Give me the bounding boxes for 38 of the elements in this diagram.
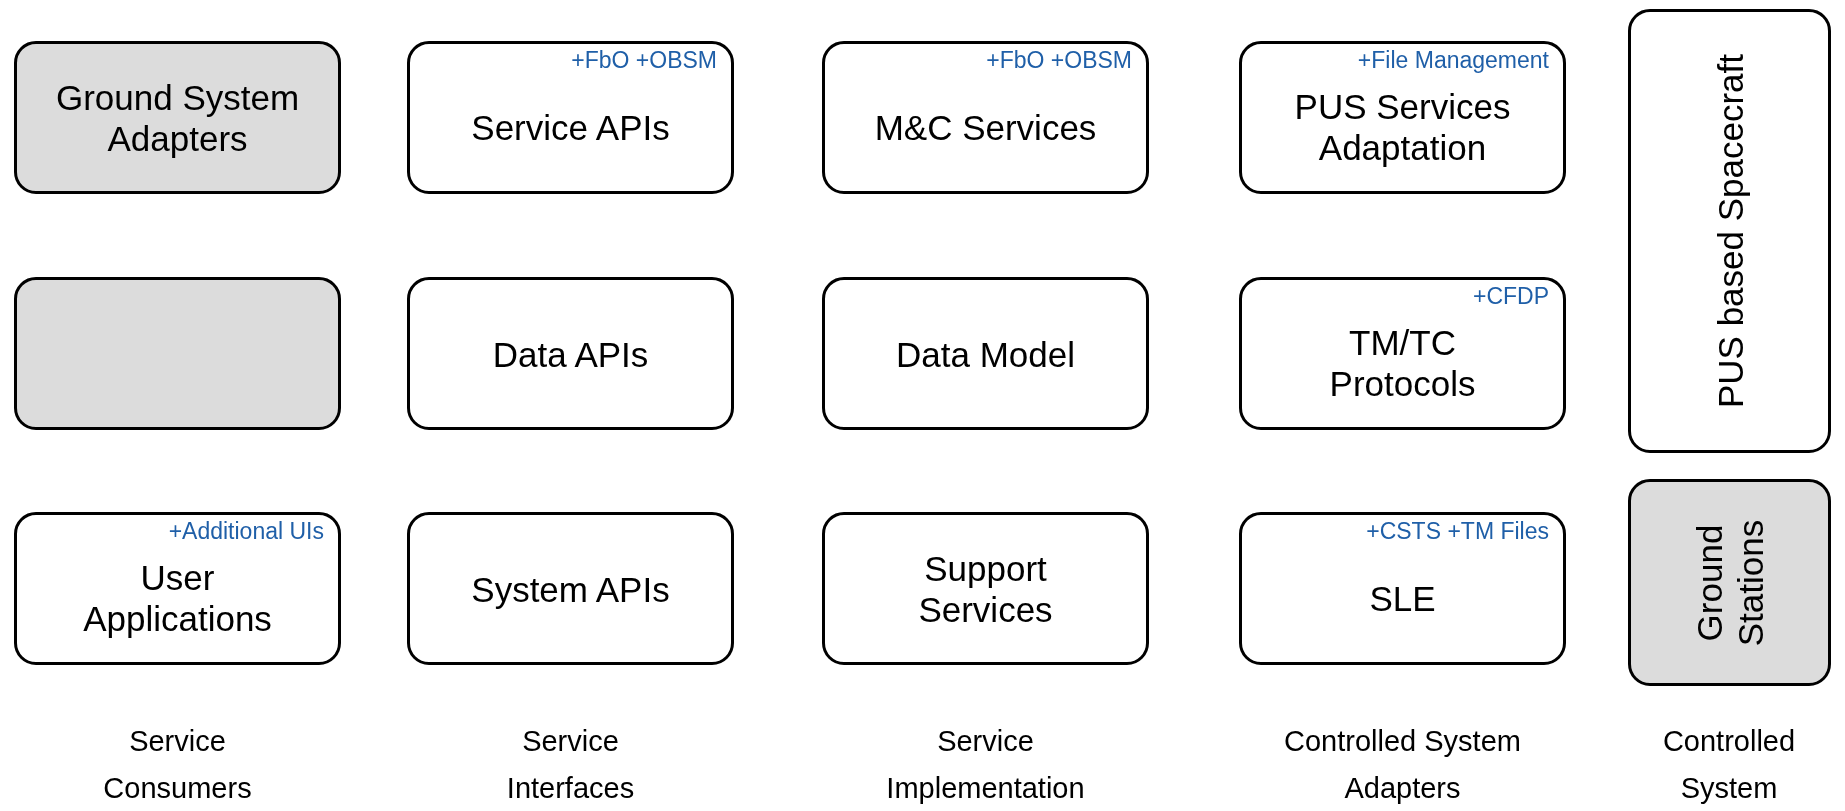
component-box bbox=[407, 41, 734, 194]
component-name: PUS Services Adaptation bbox=[1293, 85, 1512, 168]
component-name: User Applications bbox=[82, 556, 273, 639]
component-box bbox=[822, 277, 1149, 430]
component-name: M&C Services bbox=[873, 106, 1098, 147]
column-label: Service Interfaces bbox=[505, 724, 636, 806]
component-box bbox=[1239, 512, 1566, 665]
feature-note: +FbO +OBSM bbox=[986, 47, 1132, 74]
feature-note: +CSTS +TM Files bbox=[1366, 518, 1549, 545]
empty-box bbox=[14, 277, 341, 430]
column-label: Service Consumers bbox=[102, 724, 253, 806]
column-label: Controlled System Adapters bbox=[1283, 724, 1522, 806]
component-name: Data Model bbox=[895, 333, 1076, 374]
component-box bbox=[14, 512, 341, 665]
component-box bbox=[1628, 479, 1831, 686]
feature-note: +Additional UIs bbox=[168, 518, 324, 545]
column-label: Service Implementation bbox=[885, 724, 1086, 806]
column-label: Controlled System bbox=[1661, 724, 1797, 806]
component-name: Support Services bbox=[917, 547, 1054, 630]
component-box bbox=[822, 512, 1149, 665]
component-name: Ground Stations bbox=[1688, 518, 1771, 648]
feature-note: +File Management bbox=[1357, 47, 1549, 74]
feature-note: +CFDP bbox=[1472, 283, 1549, 310]
component-box bbox=[14, 41, 341, 194]
component-name: SLE bbox=[1368, 577, 1437, 618]
component-box bbox=[407, 277, 734, 430]
component-box bbox=[1628, 9, 1831, 453]
component-box bbox=[1239, 41, 1566, 194]
component-box bbox=[822, 41, 1149, 194]
component-name: PUS based Spacecraft bbox=[1709, 52, 1750, 411]
feature-note: +FbO +OBSM bbox=[571, 47, 717, 74]
component-box bbox=[407, 512, 734, 665]
component-name: System APIs bbox=[470, 568, 671, 609]
component-name: Service APIs bbox=[470, 106, 671, 147]
component-name: Ground System Adapters bbox=[54, 76, 301, 159]
component-box bbox=[1239, 277, 1566, 430]
component-name: TM/TC Protocols bbox=[1328, 321, 1477, 404]
component-name: Data APIs bbox=[491, 333, 650, 374]
